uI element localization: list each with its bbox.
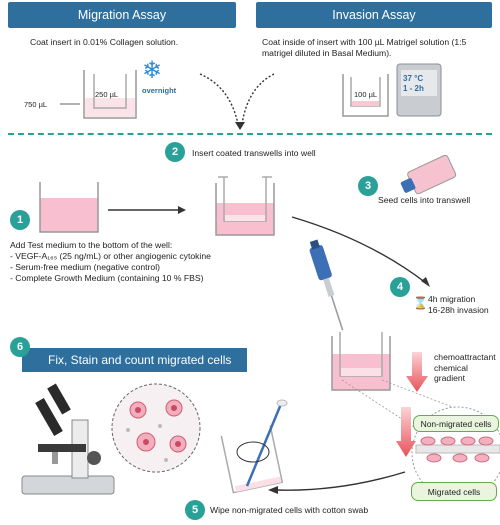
invasion-assay-header: Invasion Assay (256, 2, 492, 28)
step-4-badge: 4 (390, 277, 410, 297)
invasion-coated-insert (342, 74, 389, 117)
step-2-well-with-insert (215, 176, 275, 236)
invasion-assay-title: Invasion Assay (332, 8, 416, 22)
incubator-icon (396, 63, 442, 117)
hourglass-icon: ⌛ (413, 296, 428, 310)
arrow-step1-to-step2 (108, 206, 186, 214)
chemical-gradient-arrow (406, 352, 428, 392)
microscope-icon (21, 383, 115, 495)
step-3-badge: 3 (358, 176, 378, 196)
cell-culture-flask-icon (400, 154, 457, 195)
step-3-text: Seed cells into transwell (378, 195, 471, 205)
step-1-badge: 1 (10, 210, 30, 230)
step-6-title: Fix, Stain and count migrated cells (48, 353, 232, 367)
step-6-title-bar: Fix, Stain and count migrated cells (22, 348, 247, 372)
microscope-field-of-view (111, 383, 201, 473)
step-2-text: Insert coated transwells into well (192, 148, 316, 158)
arrow-to-step5 (268, 471, 406, 494)
insert-volume-100: 100 µL (354, 90, 378, 99)
section-divider (8, 133, 492, 135)
invasion-coat-text: Coat inside of insert with 100 µL Matrig… (262, 37, 467, 58)
step-1-item-2: - Serum-free medium (negative control) (10, 262, 160, 272)
step-4-well-with-cells (331, 332, 391, 391)
step-6-badge: 6 (10, 337, 30, 357)
step-5-text: Wipe non-migrated cells with cotton swab (210, 505, 369, 515)
step-1-item-1: - VEGF-A₁₆₅ (25 ng/mL) or other angiogen… (10, 251, 211, 261)
incubator-time: 1 - 2h (403, 84, 424, 93)
migrated-cells-label: Migrated cells (411, 482, 497, 501)
step-4-invasion-time: 16-28h invasion (428, 305, 489, 315)
chemoattractant-label: chemoattractant chemical gradient (434, 352, 496, 383)
snowflake-icon: ❄ (142, 57, 163, 84)
curved-arrow-to-step4 (291, 216, 430, 287)
step-2-badge: 2 (165, 142, 185, 162)
red-gradient-arrow (396, 407, 416, 457)
converging-arrows (199, 73, 275, 130)
migration-assay-title: Migration Assay (77, 8, 167, 22)
step-4-migration-time: 4h migration (428, 294, 476, 304)
step-1-well (39, 182, 99, 233)
step-1-item-3: - Complete Growth Medium (containing 10 … (10, 273, 204, 283)
cotton-swab-wiping-insert (220, 399, 288, 494)
migration-assay-header: Migration Assay (8, 2, 236, 28)
well-volume-750: 750 µL (24, 100, 48, 109)
migration-coat-text: Coat insert in 0.01% Collagen solution. (30, 37, 179, 47)
migration-coated-insert (83, 70, 137, 119)
incubator-temp: 37 °C (403, 74, 424, 83)
step-5-badge: 5 (185, 500, 205, 520)
overnight-label: overnight (142, 86, 177, 95)
insert-volume-250: 250 µL (95, 90, 119, 99)
volume-pointer-line (60, 103, 80, 105)
pipette-icon (309, 239, 344, 331)
step-1-title: Add Test medium to the bottom of the wel… (10, 240, 173, 250)
non-migrated-cells-label: Non-migrated cells (413, 415, 499, 432)
